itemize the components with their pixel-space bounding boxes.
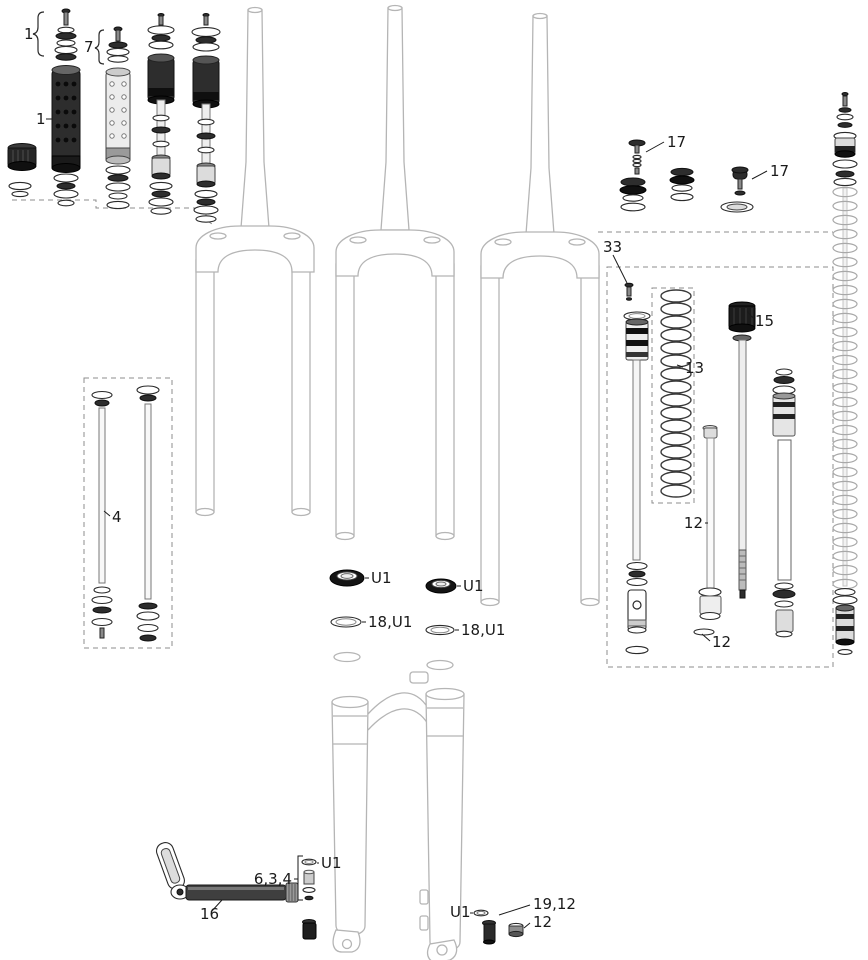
part-label-7: 7: [84, 38, 94, 56]
compression-rod-assembly: [728, 301, 756, 599]
part-label-1-cartridge: 1: [36, 110, 46, 128]
callout-labels: 1 7 1 17 17 33 15 13 12 4 U1 U1 18,U1 18…: [24, 25, 789, 931]
dust-seal-left: [329, 569, 365, 587]
part-label-u1-bolt: U1: [450, 903, 471, 921]
fork-outline-1: [195, 6, 315, 517]
part-label-13: 13: [685, 359, 704, 377]
coil-spring: [660, 289, 692, 498]
foam-ring-left: [330, 616, 362, 628]
foam-ring-right: [425, 624, 455, 636]
part-label-4: 4: [112, 508, 122, 526]
adjuster-knob: [7, 143, 37, 198]
part-label-12-nut: 12: [533, 913, 552, 931]
part-label-16: 16: [200, 905, 219, 923]
air-shaft-assembly: [693, 425, 722, 636]
damper-cartridge-assembly-2: [105, 26, 131, 210]
axle-hardware-stack: [297, 855, 317, 940]
part-label-12-foot: 12: [712, 633, 731, 651]
part-label-12-shaft: 12: [684, 514, 703, 532]
dust-seal-right: [425, 578, 457, 594]
damper-rod-assembly: [623, 311, 651, 655]
damper-cartridge-assembly-4: [191, 13, 221, 223]
part-label-u1-seal-left: U1: [371, 569, 392, 587]
spring-tube-assembly: [772, 368, 796, 638]
damper-shaft-pair: [91, 385, 160, 642]
fork-outline-3: [480, 12, 600, 607]
part-label-17-right: 17: [770, 162, 789, 180]
lower-legs-outline: [331, 651, 465, 960]
damper-cartridge-assembly-3: [147, 13, 175, 215]
far-right-spring-assembly: [832, 92, 858, 655]
rebound-adjuster-right: [720, 166, 754, 213]
part-label-u1-seal-right: U1: [463, 577, 484, 595]
callout-leader-lines: [32, 11, 768, 929]
thru-axle-assembly: [155, 842, 299, 903]
damper-cartridge-assembly-1: [51, 8, 81, 207]
part-label-33: 33: [603, 238, 622, 256]
part-label-u1-axle: U1: [321, 854, 342, 872]
alignment-dashed-lines: [12, 199, 834, 668]
part-label-15: 15: [755, 312, 774, 330]
dropout-hardware: [473, 909, 524, 945]
part-label-6-3-4: 6,3,4: [254, 870, 292, 888]
fork-outline-2: [335, 4, 455, 541]
part-label-17-left: 17: [667, 133, 686, 151]
part-label-18u1-left: 18,U1: [368, 613, 412, 631]
part-label-18u1-right: 18,U1: [461, 621, 505, 639]
part-label-19-12: 19,12: [533, 895, 576, 913]
part-label-1-topcap: 1: [24, 25, 34, 43]
bleed-screw-33: [624, 282, 634, 301]
rebound-adjuster-left: [619, 139, 695, 212]
